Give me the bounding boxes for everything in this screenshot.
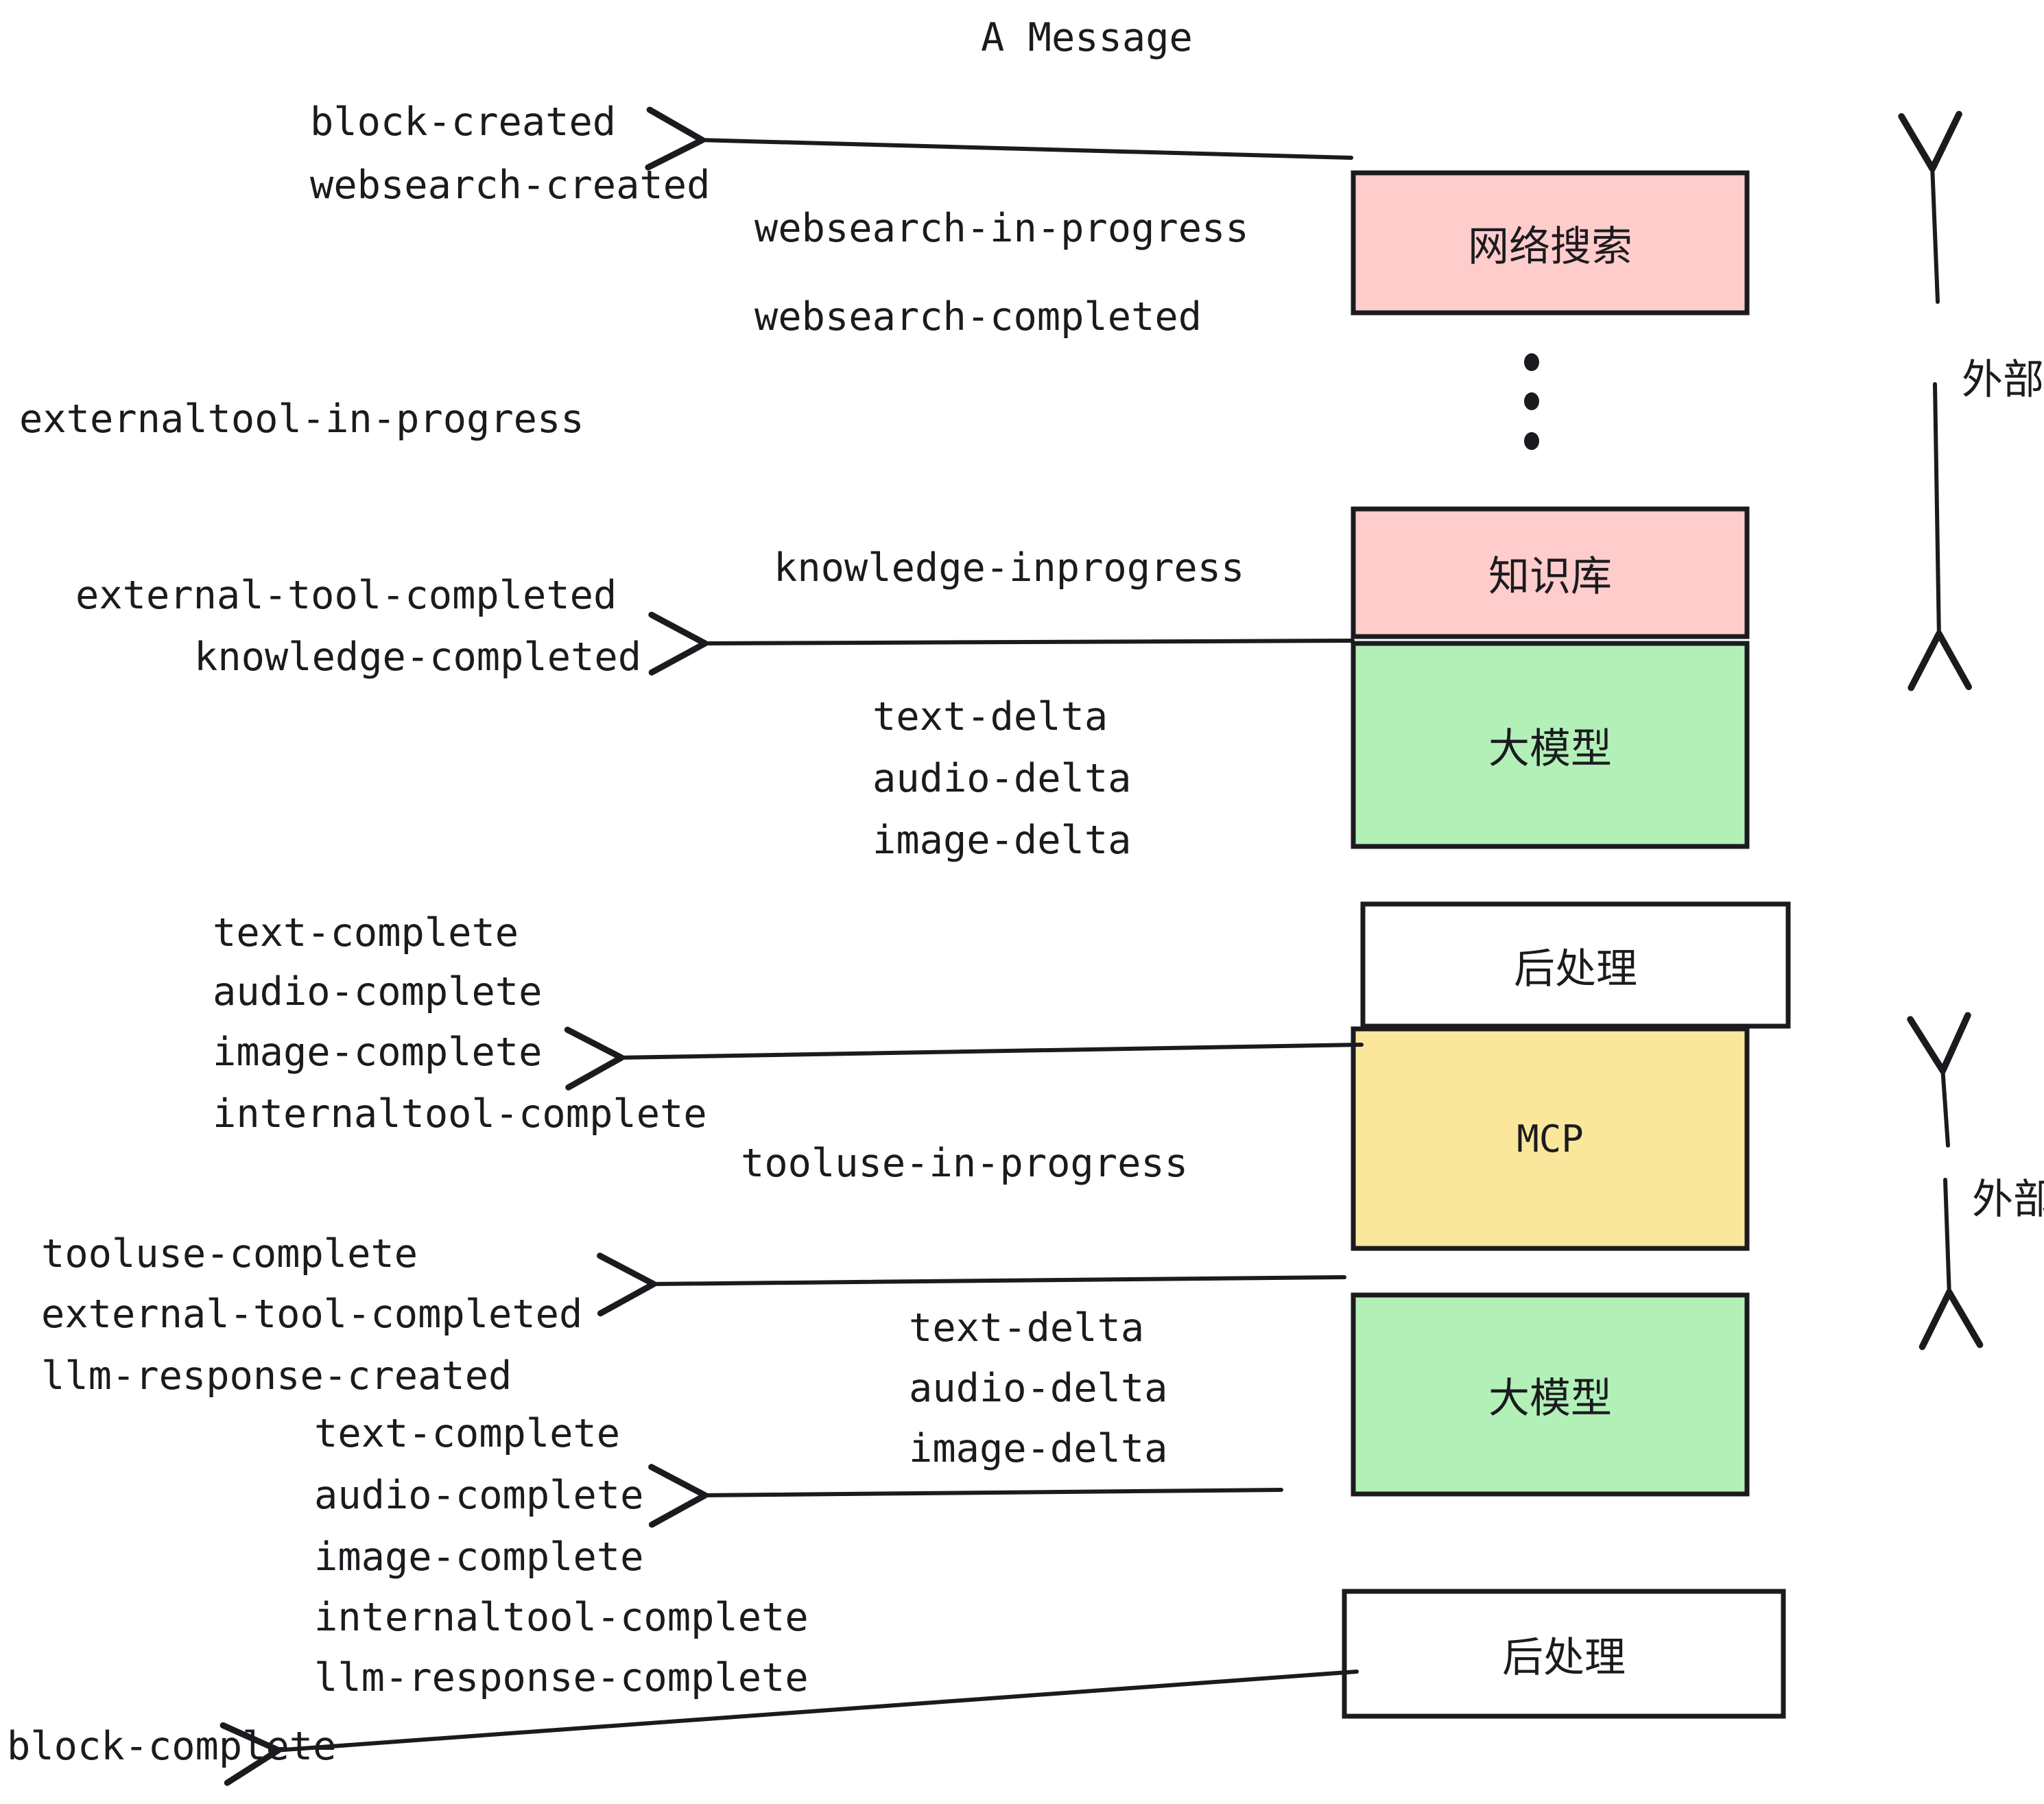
event-label-websearch-completed: websearch-completed (754, 294, 1202, 340)
box-label-websearch: 网络搜索 (1468, 222, 1632, 271)
arrow-postprocess2-to-block (219, 1670, 1359, 1786)
event-label-text-delta-1: text-delta (872, 694, 1108, 739)
event-label-tooluse-in-progress: tooluse-in-progress (741, 1141, 1189, 1186)
ellipsis-dot-2 (1524, 392, 1539, 410)
event-label-image-delta-2: image-delta (909, 1426, 1168, 1471)
flow-arrows (219, 106, 1364, 1786)
event-label-image-complete-2: image-complete (314, 1534, 644, 1580)
box-websearch (1351, 170, 1750, 316)
event-label-text-complete-1: text-complete (213, 910, 519, 956)
arrow-mcp-to-tooluse (597, 1253, 1346, 1317)
arrow-llm2-to-audio (648, 1464, 1283, 1528)
box-postprocess-1 (1360, 901, 1791, 1029)
box-label-mcp: MCP (1517, 1117, 1584, 1161)
box-llm-2 (1351, 1292, 1750, 1497)
event-label-audio-delta-1: audio-delta (872, 756, 1132, 801)
event-label-knowledge-inprogress: knowledge-inprogress (774, 545, 1245, 591)
event-label-block-created: block-created (310, 99, 617, 145)
box-knowledge (1351, 506, 1750, 639)
event-label-audio-complete-1: audio-complete (213, 969, 543, 1014)
box-label-postprocess-1: 后处理 (1514, 945, 1637, 993)
event-label-websearch-created: websearch-created (310, 163, 711, 208)
side-label-external-tools-top: 外部工具 (1962, 356, 2044, 404)
event-label-externaltool-in-progress: externaltool-in-progress (19, 396, 584, 442)
side-label-external-tools-bottom: 外部工具 (1972, 1176, 2044, 1224)
side-arrows (1898, 110, 1984, 1351)
box-label-llm-1: 大模型 (1488, 724, 1612, 773)
external-tools-top-down-arrow (1908, 382, 1972, 691)
ellipsis-dot-1 (1524, 353, 1539, 371)
event-label-external-tool-completed-2: external-tool-completed (41, 1292, 583, 1337)
box-label-postprocess-2: 后处理 (1502, 1633, 1626, 1682)
event-label-llm-response-created: llm-response-created (41, 1353, 512, 1399)
page-title: A Message (981, 15, 1193, 60)
arrow-websearch-to-block-created (645, 106, 1353, 171)
box-label-llm-2: 大模型 (1488, 1374, 1612, 1423)
arrow-knowledge-to-completed (648, 611, 1355, 676)
event-label-websearch-in-progress: websearch-in-progress (754, 206, 1249, 251)
arrow-postprocess1-to-image (564, 1026, 1364, 1091)
event-label-audio-delta-2: audio-delta (909, 1366, 1168, 1411)
event-label-llm-response-complete: llm-response-complete (314, 1655, 809, 1700)
external-tools-bottom-up-arrow (1907, 1012, 1971, 1148)
event-label-image-delta-1: image-delta (872, 818, 1132, 863)
event-label-internaltool-complete-2: internaltool-complete (314, 1595, 809, 1640)
event-label-external-tool-completed-1: external-tool-completed (75, 573, 617, 618)
event-label-text-complete-2: text-complete (314, 1411, 621, 1456)
box-llm-1 (1351, 641, 1750, 849)
box-postprocess-2 (1342, 1589, 1786, 1719)
node-boxes (1342, 170, 1791, 1719)
event-label-block-complete: block-complete (7, 1724, 337, 1769)
external-tools-top-up-arrow (1898, 110, 1962, 304)
event-label-image-complete-1: image-complete (213, 1030, 543, 1075)
ellipsis-dot-3 (1524, 432, 1539, 450)
box-mcp (1351, 1026, 1750, 1251)
event-label-knowledge-completed: knowledge-completed (194, 634, 642, 680)
event-label-audio-complete-2: audio-complete (314, 1473, 644, 1518)
external-tools-bottom-down-arrow (1918, 1178, 1984, 1351)
event-label-text-delta-2: text-delta (909, 1305, 1145, 1351)
event-label-internaltool-complete-1: internaltool-complete (213, 1091, 707, 1137)
event-label-tooluse-complete: tooluse-complete (41, 1231, 418, 1277)
box-label-knowledge: 知识库 (1488, 552, 1612, 601)
